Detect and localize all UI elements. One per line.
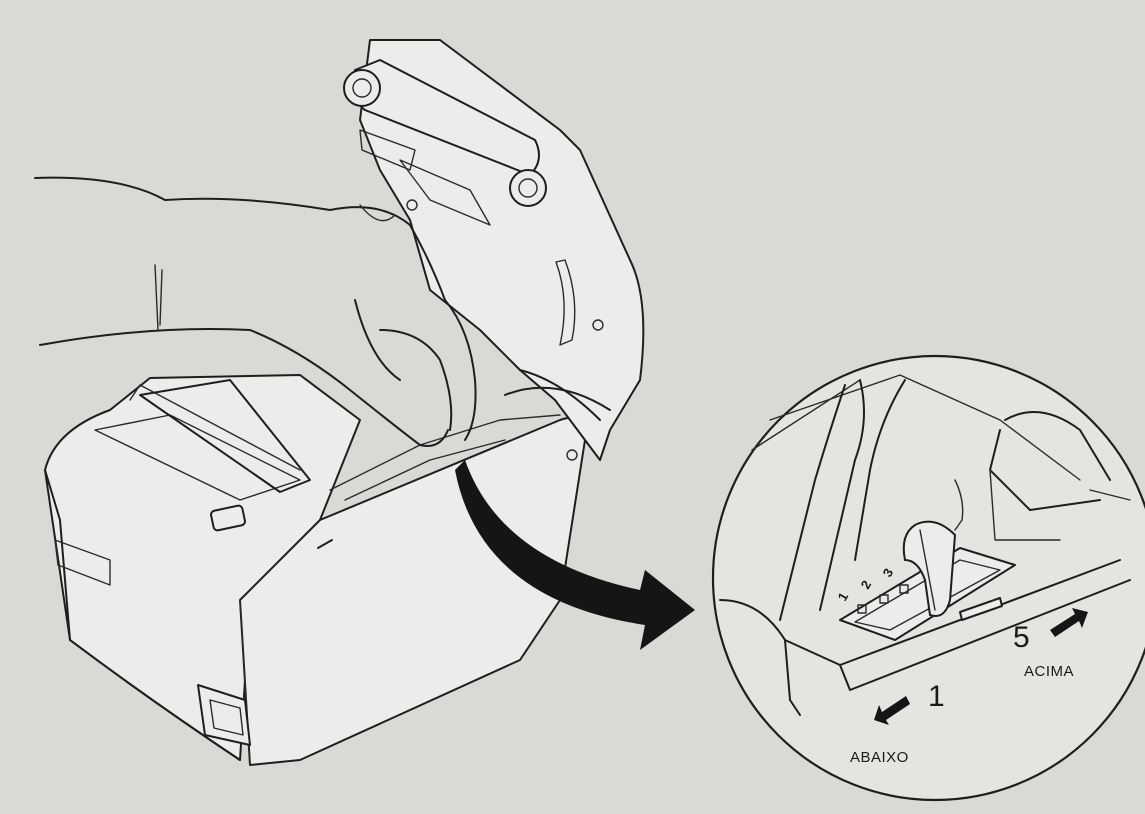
feed-button (210, 504, 246, 532)
down-position-number: 1 (928, 680, 945, 713)
scale-box-3 (899, 584, 909, 594)
scale-box-2 (879, 594, 889, 604)
up-position-label: ACIMA (1024, 663, 1074, 680)
pointer-arrow (455, 460, 695, 650)
adjustment-lever (902, 520, 956, 617)
down-position-label: ABAIXO (850, 749, 909, 766)
arrow-up-icon (1050, 608, 1088, 637)
hand-illustration (34, 176, 477, 447)
printer-body (44, 374, 587, 766)
gear-left-icon (343, 69, 381, 107)
arrow-down-icon (874, 696, 910, 725)
scale-box-1 (857, 604, 867, 614)
detail-callout: 1 2 3 1 ABAIXO 5 ACIMA (711, 354, 1145, 802)
gear-right-icon (509, 169, 547, 207)
printer-lid (343, 39, 645, 461)
slot-grip (959, 597, 1003, 621)
up-position-number: 5 (1013, 621, 1030, 654)
